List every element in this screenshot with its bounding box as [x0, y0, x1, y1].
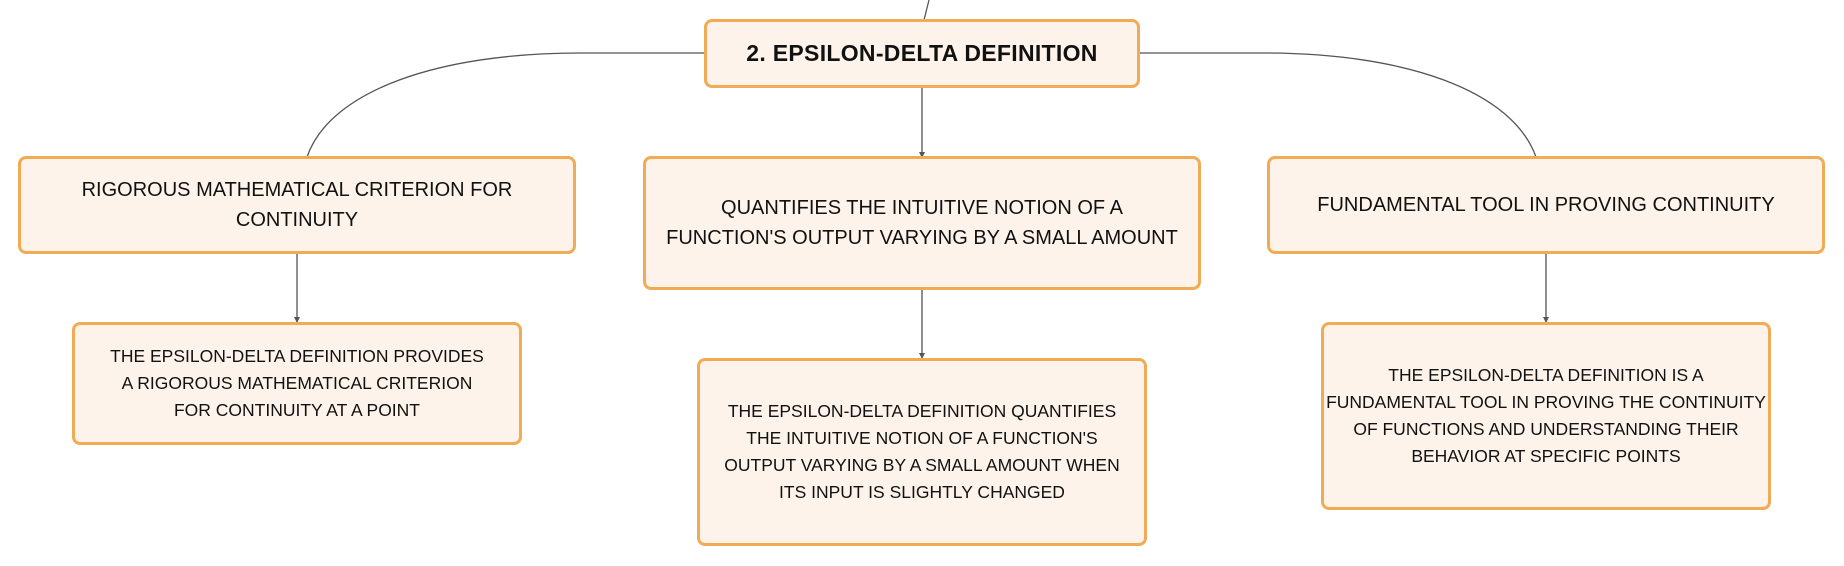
branch-node-label: FUNDAMENTAL TOOL IN PROVING CONTINUITY [1317, 194, 1775, 216]
detail-node-text: THE EPSILON-DELTA DEFINITION PROVIDES A … [110, 346, 484, 420]
branch-node-criterion[interactable]: RIGOROUS MATHEMATICAL CRITERION FOR CONT… [18, 156, 576, 254]
branch-node-quantifies[interactable]: QUANTIFIES THE INTUITIVE NOTION OF A FUN… [643, 156, 1201, 290]
detail-node-fundamental-tool[interactable]: THE EPSILON-DELTA DEFINITION IS A FUNDAM… [1321, 322, 1771, 510]
detail-node-quantifies[interactable]: THE EPSILON-DELTA DEFINITION QUANTIFIES … [697, 358, 1147, 546]
root-node[interactable]: 2. EPSILON-DELTA DEFINITION [704, 19, 1140, 88]
detail-node-criterion[interactable]: THE EPSILON-DELTA DEFINITION PROVIDES A … [72, 322, 522, 445]
root-node-label: 2. EPSILON-DELTA DEFINITION [746, 40, 1098, 66]
connector-root-to-branch-3 [1138, 52, 1537, 158]
detail-node-text: THE EPSILON-DELTA DEFINITION IS A FUNDAM… [1326, 365, 1766, 466]
branch-node-label: QUANTIFIES THE INTUITIVE NOTION OF A FUN… [666, 197, 1178, 249]
detail-node-text: THE EPSILON-DELTA DEFINITION QUANTIFIES … [724, 401, 1120, 502]
branch-node-fundamental-tool[interactable]: FUNDAMENTAL TOOL IN PROVING CONTINUITY [1267, 156, 1825, 254]
branch-node-label: RIGOROUS MATHEMATICAL CRITERION FOR CONT… [81, 179, 513, 231]
connector-from-parent [923, 0, 930, 21]
connector-root-to-branch-1 [306, 52, 706, 158]
